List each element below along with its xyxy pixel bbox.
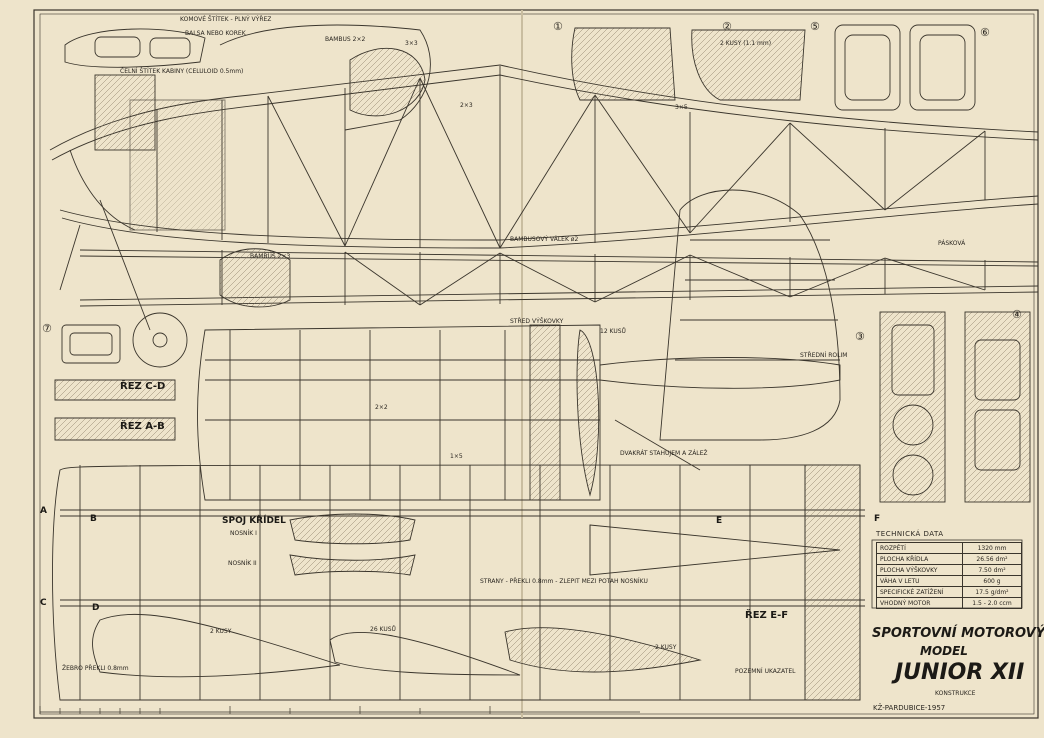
- marker-c: C: [40, 598, 47, 608]
- section-cd-label: ŘEZ C-D: [120, 381, 166, 392]
- boom-note: PÁSKOVÁ: [938, 240, 966, 247]
- stabilizer-plan: [197, 324, 601, 501]
- canopy-note: KOMOVÉ ŠTÍTEK - PLNÝ VÝŘEZ: [180, 16, 272, 23]
- spar-2-label: NOSNÍK II: [228, 560, 257, 567]
- strut-note: STRANY - PŘEKLI 0.8mm - ZLEPIT MEZI POTA…: [480, 578, 648, 585]
- stab-tip-label: POZEMNÍ UKAZATEL: [735, 668, 796, 675]
- two-pcs-label-2: 2 KUSY: [655, 644, 677, 651]
- marker-f: F: [874, 514, 881, 524]
- former-6-marker: ⑥: [980, 26, 990, 39]
- twelve-pcs-label: 12 KUSŮ: [600, 328, 626, 335]
- scale-ruler: [39, 706, 640, 714]
- former-5-marker: ⑤: [810, 20, 820, 33]
- edge-note: ŽEBRO PŘEKLI 0.8mm: [62, 665, 129, 672]
- dim-label-2x2: 2×2: [375, 404, 388, 411]
- former-7-marker: ⑦: [42, 322, 52, 335]
- title-line-1: SPORTOVNÍ MOTOROVÝ: [872, 626, 1044, 641]
- marker-d: D: [92, 603, 100, 613]
- wing-plan: [52, 464, 865, 701]
- section-ab-label: ŘEZ A-B: [120, 421, 165, 432]
- spar-1-label: NOSNÍK I: [230, 530, 257, 537]
- marker-b: B: [90, 514, 97, 524]
- stab-center-label: STŘED VÝŠKOVKY: [510, 318, 564, 325]
- formers-row: [54, 24, 1031, 503]
- dim-label-1x5: 1×5: [450, 453, 463, 460]
- marker-e: E: [716, 516, 723, 526]
- title-line-2: MODEL: [920, 644, 968, 658]
- designer-label: KONSTRUKCE: [935, 690, 976, 697]
- two-pcs-former-note: 2 KUSY (1.1 mm): [720, 40, 772, 47]
- former-3-marker: ③: [855, 330, 865, 343]
- bamboo-hook-note: BAMBUSOVÝ VÁLEK ø2: [510, 236, 579, 243]
- bamboo-note-1: BAMBUS 2×2: [325, 36, 366, 43]
- dim-label-3x3: 3×3: [405, 40, 418, 47]
- credit-line: KŽ-PARDUBICE-1957: [873, 704, 946, 712]
- firewall-note: ČELNÍ ŠTÍTEK KABINY (CELULOID 0.5mm): [120, 68, 244, 75]
- fuselage-top-view: [79, 248, 1039, 308]
- fuselage-side-view: [49, 24, 1039, 331]
- dim-label-2x3: 2×3: [460, 102, 473, 109]
- balsa-note: BALSA NEBO KOREK: [185, 30, 246, 37]
- two-pcs-label-1: 2 KUSY: [210, 628, 232, 635]
- wing-joint-label: SPOJ KŘÍDEL: [222, 516, 286, 526]
- technical-data-caption: TECHNICKÁ DATA: [876, 530, 944, 538]
- prop-note: DVAKRÁT STAHUJEM A ZÁLEŽ: [620, 450, 708, 457]
- model-name: JUNIOR XII: [895, 660, 1025, 685]
- fin-and-rudder: [599, 189, 841, 471]
- twenty-six-label: 26 KUSŮ: [370, 626, 396, 633]
- former-1-marker: ①: [553, 20, 563, 33]
- former-2-marker: ②: [722, 20, 732, 33]
- rudder-note: STŘEDNÍ ROLIM: [800, 352, 848, 359]
- section-ef-label: ŘEZ E-F: [745, 610, 789, 621]
- former-4-marker: ④: [1012, 308, 1022, 321]
- bamboo-note-2: BAMBUS 2×3: [250, 253, 291, 260]
- marker-a: A: [40, 506, 47, 516]
- dim-label-3x5: 3×5: [675, 104, 688, 111]
